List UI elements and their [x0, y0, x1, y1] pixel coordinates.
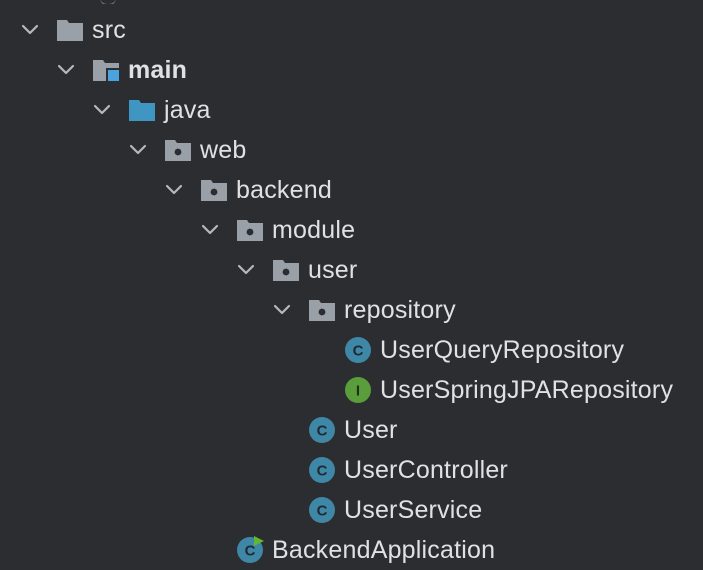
tree-node-repository[interactable]: repository	[272, 290, 456, 330]
tree-node-web[interactable]: web	[128, 130, 246, 170]
package-icon	[308, 296, 336, 324]
tree-node-label: User	[344, 416, 398, 444]
tree-node-backendapplication[interactable]: C BackendApplication	[200, 530, 495, 570]
clipped-row-above	[100, 0, 116, 4]
class-icon-letter: C	[245, 543, 256, 560]
tree-node-label: BackendApplication	[272, 536, 496, 564]
interface-icon-letter: I	[356, 383, 360, 400]
tree-node-label: UserService	[344, 496, 483, 524]
class-icon: C	[308, 496, 336, 524]
indent-spacer	[200, 540, 220, 560]
tree-node-label: web	[200, 136, 247, 164]
tree-node-label: user	[308, 256, 358, 284]
class-icon-letter: C	[317, 503, 328, 520]
tree-node-userspringjparepository[interactable]: I UserSpringJPARepository	[308, 370, 673, 410]
class-icon: C	[344, 336, 372, 364]
package-icon	[236, 216, 264, 244]
class-icon-letter: C	[353, 343, 364, 360]
indent-spacer	[272, 500, 292, 520]
indent-spacer	[272, 420, 292, 440]
tree-node-usercontroller[interactable]: C UserController	[272, 450, 508, 490]
tree-node-label: repository	[344, 296, 456, 324]
chevron-down-icon[interactable]	[236, 260, 256, 280]
tree-node-module[interactable]: module	[200, 210, 355, 250]
chevron-down-icon[interactable]	[128, 140, 148, 160]
tree-node-backend[interactable]: backend	[164, 170, 332, 210]
chevron-down-icon[interactable]	[164, 180, 184, 200]
tree-node-label: backend	[236, 176, 332, 204]
tree-node-user[interactable]: user	[236, 250, 357, 290]
spring-boot-class-icon: C	[236, 536, 264, 564]
tree-node-label: UserController	[344, 456, 508, 484]
indent-spacer	[308, 380, 328, 400]
indent-spacer	[308, 340, 328, 360]
package-icon	[164, 136, 192, 164]
tree-node-userqueryrepository[interactable]: C UserQueryRepository	[308, 330, 624, 370]
chevron-down-icon[interactable]	[272, 300, 292, 320]
chevron-down-icon[interactable]	[200, 220, 220, 240]
tree-node-label: module	[272, 216, 356, 244]
class-icon: C	[308, 456, 336, 484]
tree-node-label: main	[128, 56, 188, 84]
tree-node-label: UserSpringJPARepository	[380, 376, 674, 404]
indent-spacer	[272, 460, 292, 480]
tree-node-main[interactable]: main	[56, 50, 187, 90]
interface-icon: I	[344, 376, 372, 404]
folder-icon	[56, 16, 84, 44]
package-icon	[200, 176, 228, 204]
tree-node-user-class[interactable]: C User	[272, 410, 398, 450]
source-root-folder-icon	[92, 56, 120, 84]
sources-folder-icon	[128, 96, 156, 124]
package-icon	[272, 256, 300, 284]
tree-node-label: src	[92, 16, 126, 44]
chevron-down-icon[interactable]	[56, 60, 76, 80]
tree-node-java[interactable]: java	[92, 90, 211, 130]
chevron-down-icon[interactable]	[20, 20, 40, 40]
class-icon-letter: C	[317, 463, 328, 480]
tree-node-label: UserQueryRepository	[380, 336, 625, 364]
class-icon: C	[308, 416, 336, 444]
tree-node-src[interactable]: src	[20, 10, 126, 50]
tree-node-label: java	[164, 96, 211, 124]
run-badge-icon	[254, 536, 264, 546]
tree-node-userservice[interactable]: C UserService	[272, 490, 482, 530]
chevron-down-icon[interactable]	[92, 100, 112, 120]
class-icon-letter: C	[317, 423, 328, 440]
